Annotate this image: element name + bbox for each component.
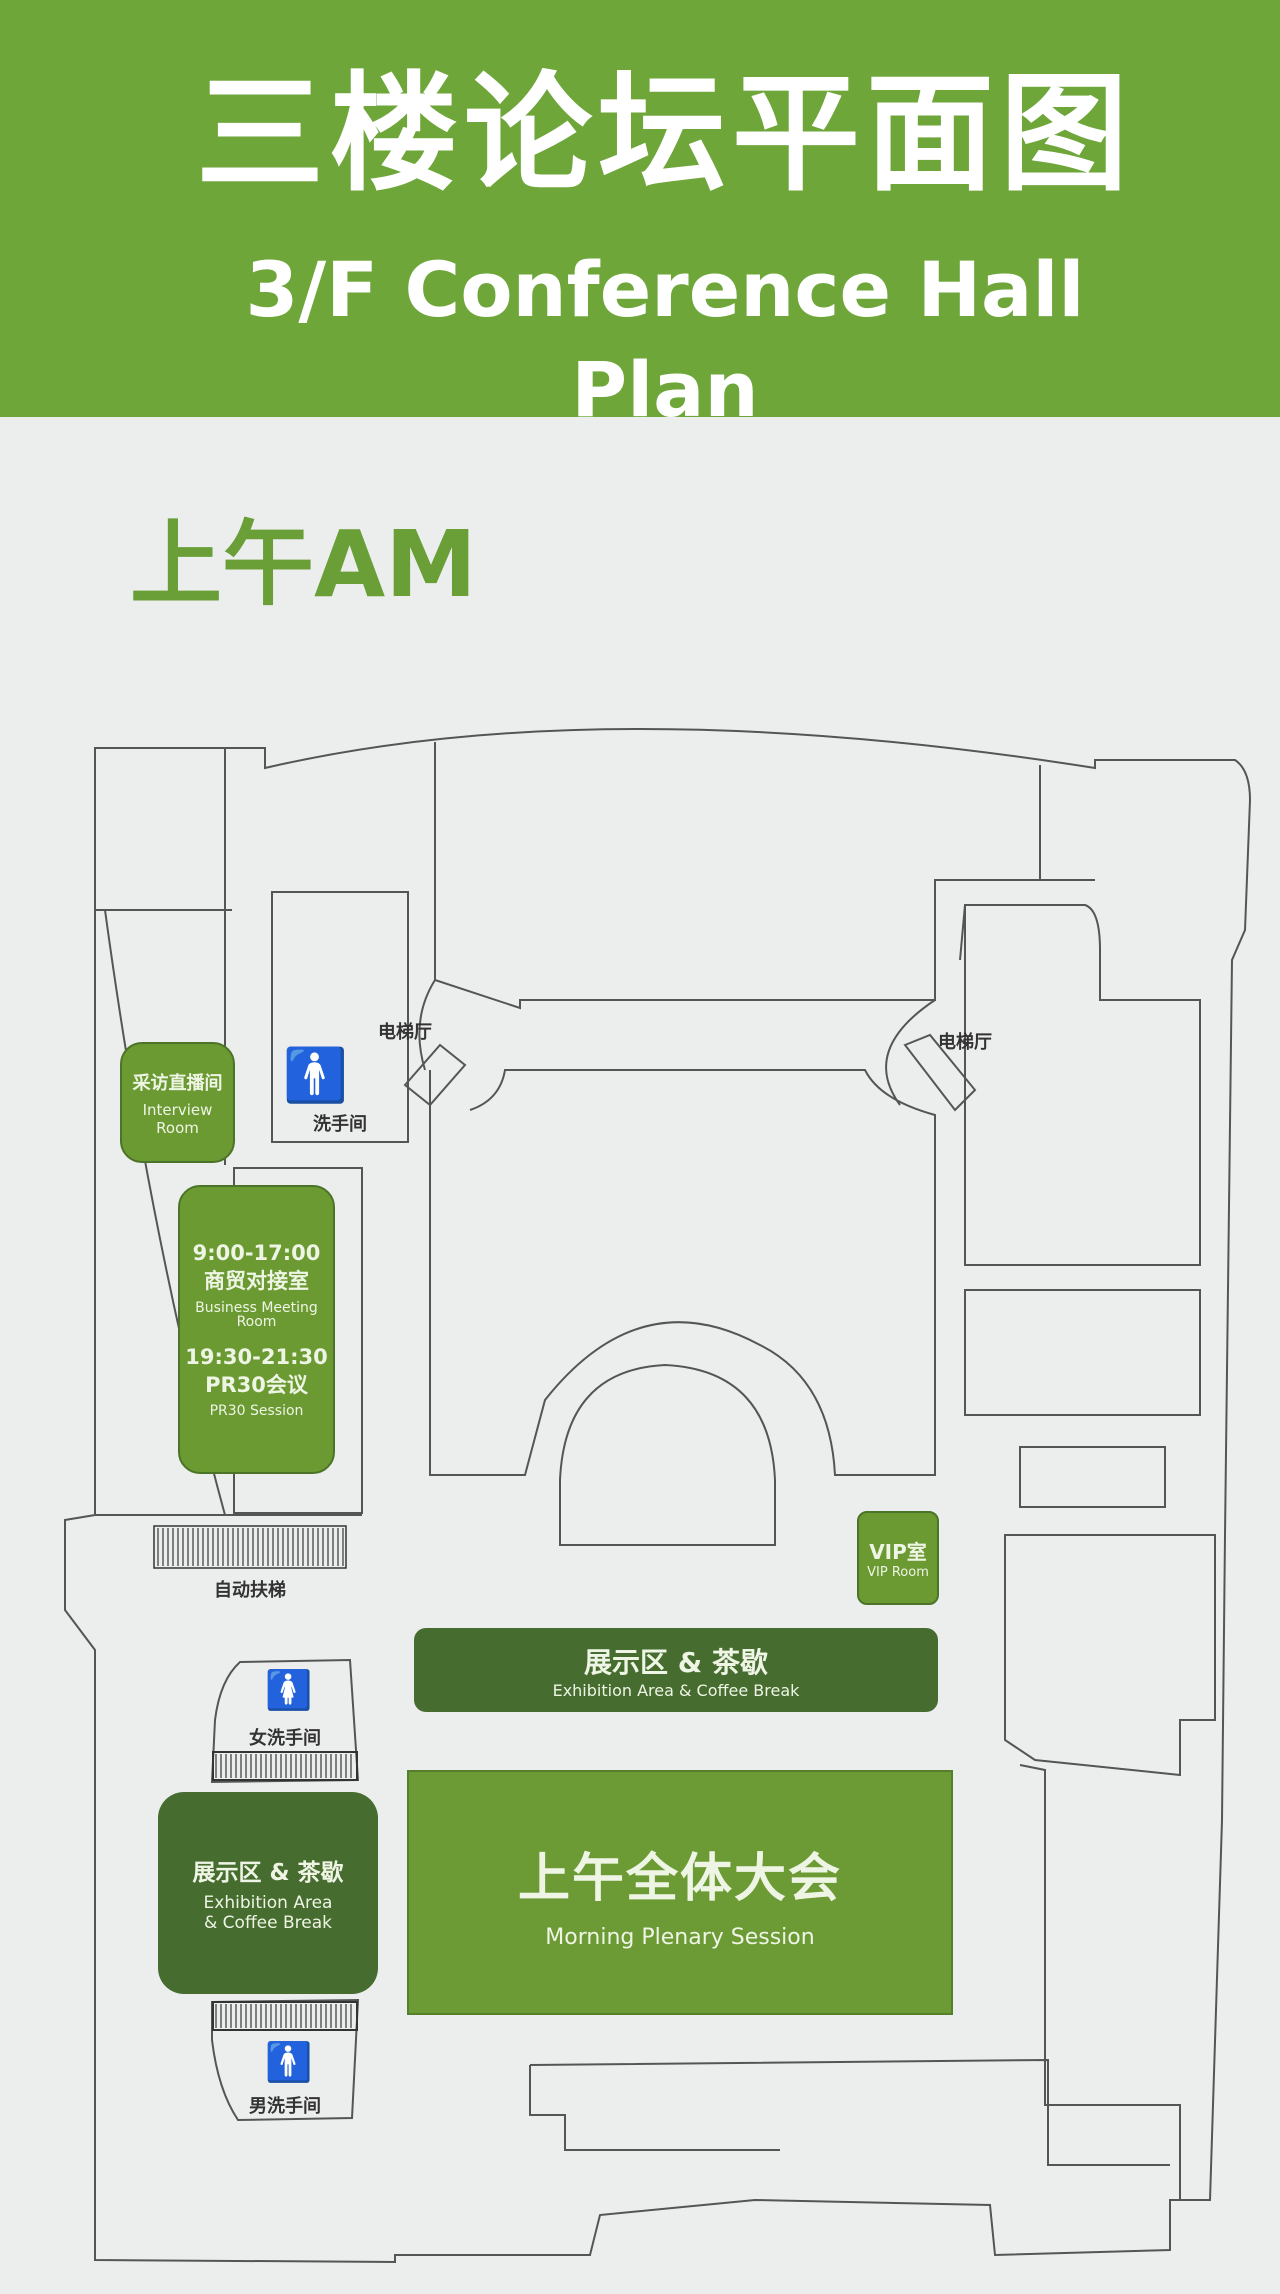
men-restroom-room <box>211 1998 360 2122</box>
escalator-icon <box>153 1525 347 1569</box>
title-english: 3/F Conference Hall Plan <box>245 245 1085 434</box>
interview-room-en-2: Room <box>156 1118 199 1137</box>
vip-room-cn: VIP室 <box>869 1540 927 1564</box>
vip-room[interactable]: VIP室 VIP Room <box>857 1511 939 1605</box>
men-restroom-icon: 🚹 <box>265 2040 313 2084</box>
business-room-en-2: Room <box>236 1313 277 1330</box>
session-label: 上午AM <box>130 511 477 618</box>
exhibition-top-cn: 展示区 & 茶歇 <box>584 1645 768 1679</box>
business-room-cn: 商贸对接室 <box>204 1268 309 1293</box>
plenary-en: Morning Plenary Session <box>545 1924 815 1950</box>
pr30-time: 19:30-21:30 <box>185 1344 328 1369</box>
pr30-session-en: PR30 Session <box>209 1402 304 1419</box>
elevator-right-shape <box>903 1033 977 1112</box>
central-hall <box>429 1069 936 1476</box>
business-meeting-room[interactable]: 9:00-17:00 商贸对接室 Business Meeting Room 1… <box>178 1185 335 1474</box>
north-hall <box>434 742 1041 1010</box>
exhibition-area-top[interactable]: 展示区 & 茶歇 Exhibition Area & Coffee Break <box>414 1628 938 1712</box>
header-banner: 三楼论坛平面图 3/F Conference Hall Plan <box>0 0 1280 434</box>
vip-room-en: VIP Room <box>867 1565 929 1580</box>
restroom-icon: 🚹 <box>283 1046 348 1106</box>
pr30-session-cn: PR30会议 <box>205 1372 308 1397</box>
interview-room-cn: 采访直播间 <box>132 1072 223 1094</box>
restroom-label: 洗手间 <box>313 1114 367 1135</box>
exhibition-top-en: Exhibition Area & Coffee Break <box>552 1680 800 1700</box>
business-room-en-1: Business Meeting <box>195 1299 318 1316</box>
exhibition-left-en-2: & Coffee Break <box>204 1913 332 1933</box>
women-restroom-icon: 🚺 <box>265 1668 313 1712</box>
title-chinese: 三楼论坛平面图 <box>195 60 1134 209</box>
interview-room-en-1: Interview <box>142 1100 213 1119</box>
business-time: 9:00-17:00 <box>192 1240 321 1265</box>
escalator-label: 自动扶梯 <box>214 1580 286 1601</box>
plenary-cn: 上午全体大会 <box>517 1848 842 1909</box>
interview-room[interactable]: 采访直播间 Interview Room <box>120 1042 235 1163</box>
morning-plenary-session[interactable]: 上午全体大会 Morning Plenary Session <box>407 1770 953 2015</box>
men-restroom-label: 男洗手间 <box>249 2096 321 2117</box>
exhibition-left-cn: 展示区 & 茶歇 <box>192 1860 344 1886</box>
women-restroom-label: 女洗手间 <box>249 1728 321 1749</box>
exhibition-area-left[interactable]: 展示区 & 茶歇 Exhibition Area & Coffee Break <box>158 1792 378 1994</box>
elevator-lobby-left-label: 电梯厅 <box>378 1022 432 1043</box>
elevator-left-shape <box>403 1043 467 1107</box>
exhibition-left-en-1: Exhibition Area <box>203 1893 333 1913</box>
building-outline <box>64 728 1252 2264</box>
elevator-lobby-right-label: 电梯厅 <box>938 1032 992 1053</box>
